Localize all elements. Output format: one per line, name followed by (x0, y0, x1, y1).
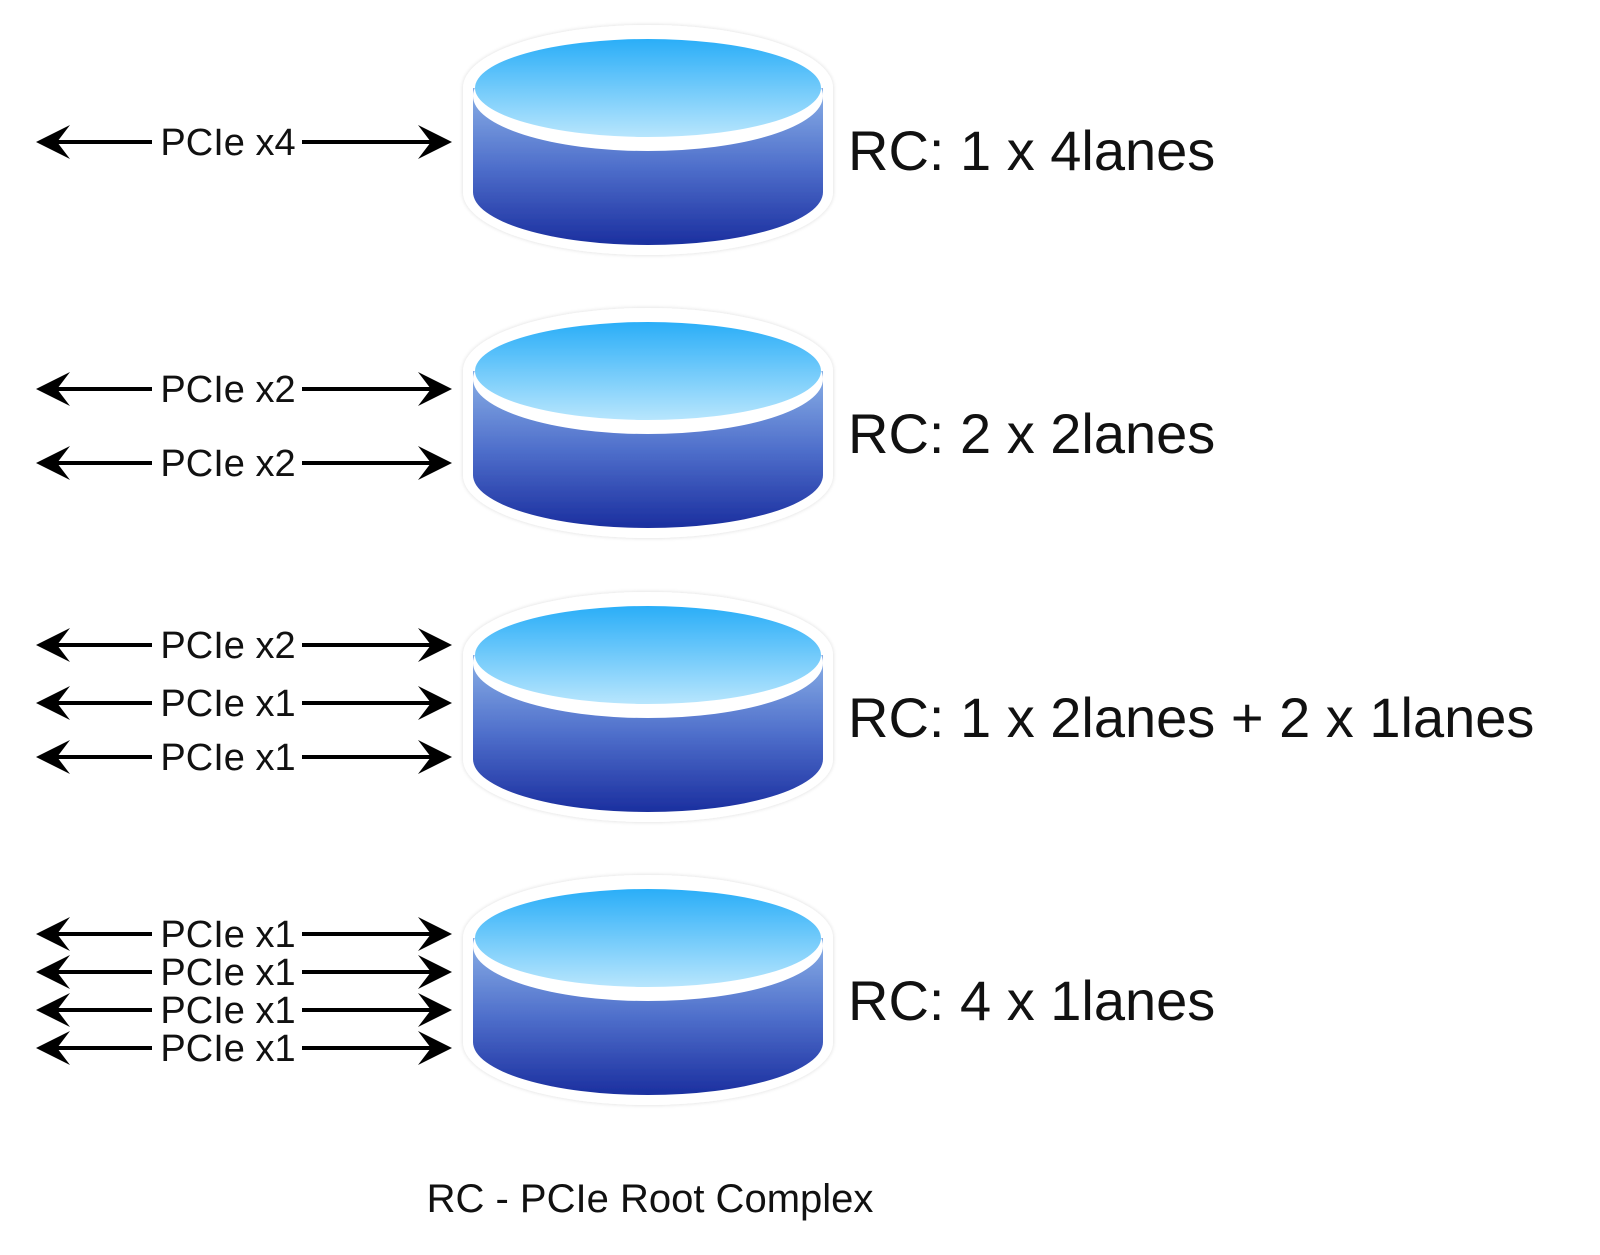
arrow-left-icon (36, 993, 70, 1027)
arrow-left-icon (36, 446, 70, 480)
pcie-link-label: PCIe x2 (160, 443, 295, 485)
root-complex-group: PCIe x4 RC: 1 x 4lanes (36, 25, 1215, 255)
root-complex-disk (463, 592, 833, 822)
arrow-left-icon (36, 1031, 70, 1065)
pcie-link-label: PCIe x2 (160, 369, 295, 411)
arrow-right-icon (418, 955, 452, 989)
pcie-link-arrow: PCIe x2 (36, 369, 452, 411)
pcie-link-label: PCIe x1 (160, 914, 295, 956)
root-complex-label: RC: 2 x 2lanes (848, 402, 1215, 465)
diagram-caption: RC - PCIe Root Complex (427, 1177, 874, 1221)
arrow-right-icon (418, 446, 452, 480)
arrow-right-icon (418, 740, 452, 774)
arrow-left-icon (36, 628, 70, 662)
arrow-left-icon (36, 686, 70, 720)
arrow-right-icon (418, 686, 452, 720)
root-complex-disk (463, 308, 833, 538)
arrow-right-icon (418, 1031, 452, 1065)
pcie-link-arrow: PCIe x1 (36, 914, 452, 956)
pcie-link-arrow: PCIe x1 (36, 990, 452, 1032)
arrow-right-icon (418, 372, 452, 406)
pcie-link-label: PCIe x1 (160, 737, 295, 779)
pcie-link-label: PCIe x1 (160, 1028, 295, 1070)
arrow-right-icon (418, 917, 452, 951)
pcie-link-arrow: PCIe x1 (36, 683, 452, 725)
arrow-left-icon (36, 372, 70, 406)
pcie-link-arrow: PCIe x1 (36, 737, 452, 779)
arrow-left-icon (36, 125, 70, 159)
pcie-link-arrow: PCIe x2 (36, 443, 452, 485)
arrow-left-icon (36, 917, 70, 951)
pcie-link-label: PCIe x1 (160, 683, 295, 725)
root-complex-label: RC: 4 x 1lanes (848, 969, 1215, 1032)
pcie-link-label: PCIe x1 (160, 952, 295, 994)
pcie-link-label: PCIe x1 (160, 990, 295, 1032)
pcie-link-label: PCIe x2 (160, 625, 295, 667)
arrow-right-icon (418, 628, 452, 662)
arrow-right-icon (418, 993, 452, 1027)
pcie-link-arrow: PCIe x4 (36, 122, 452, 164)
pcie-link-arrow: PCIe x2 (36, 625, 452, 667)
root-complex-group: PCIe x2 PCIe x1 PCIe x1 RC: 1 x 2lanes + 2 … (36, 592, 1534, 822)
root-complex-label: RC: 1 x 4lanes (848, 119, 1215, 182)
root-complex-label: RC: 1 x 2lanes + 2 x 1lanes (848, 686, 1534, 749)
arrow-left-icon (36, 740, 70, 774)
root-complex-disk (463, 875, 833, 1105)
pcie-link-arrow: PCIe x1 (36, 1028, 452, 1070)
root-complex-disk (463, 25, 833, 255)
pcie-link-label: PCIe x4 (160, 122, 295, 164)
pcie-link-arrow: PCIe x1 (36, 952, 452, 994)
arrow-left-icon (36, 955, 70, 989)
arrow-right-icon (418, 125, 452, 159)
root-complex-group: PCIe x2 PCIe x2 RC: 2 x 2lanes (36, 308, 1215, 538)
